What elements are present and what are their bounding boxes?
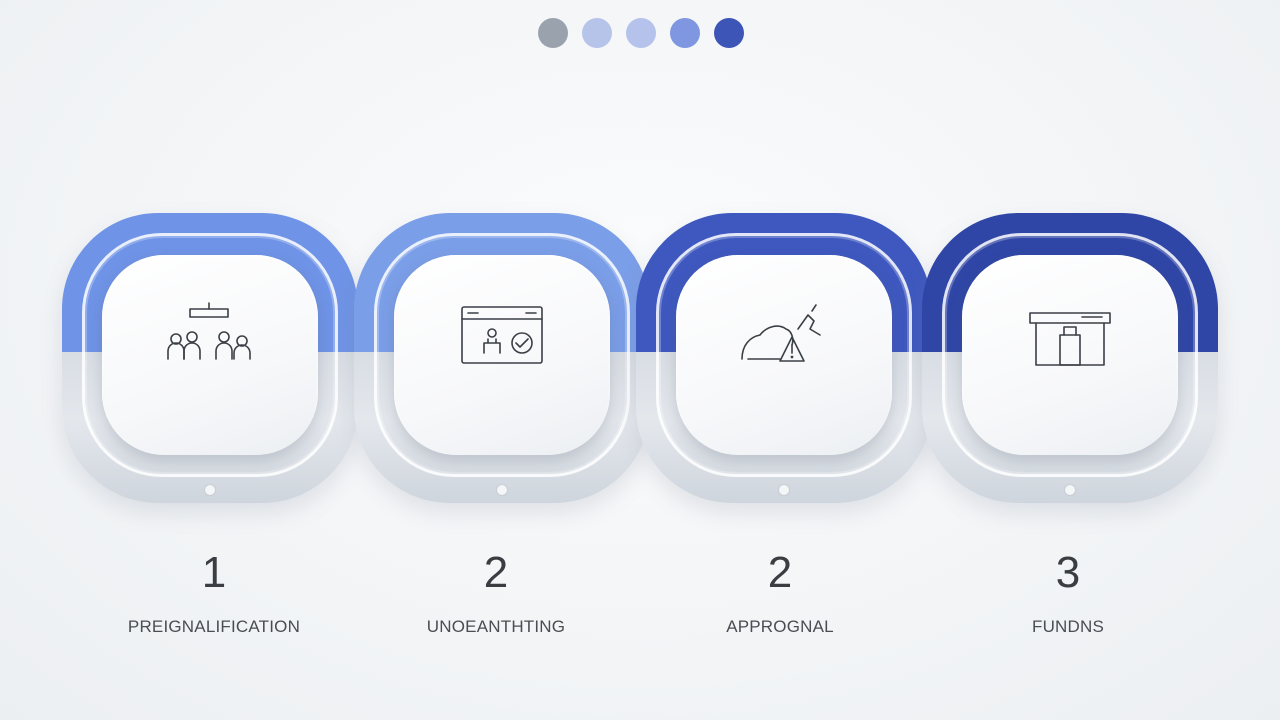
step-card-4[interactable] — [922, 213, 1218, 503]
step-label: PREIGNALIFICATION — [127, 617, 301, 636]
step-card-2[interactable] — [354, 213, 650, 503]
mountain-warning-icon — [741, 304, 821, 362]
document-window-icon — [461, 306, 543, 364]
step-nub — [1065, 485, 1075, 495]
step-nub — [779, 485, 789, 495]
step-ring — [656, 233, 912, 477]
step-card-1[interactable] — [62, 213, 358, 503]
pagination-dots — [538, 18, 744, 48]
step-card-3[interactable] — [636, 213, 932, 503]
pagination-dot-2[interactable] — [582, 18, 612, 48]
step-icon-tile — [962, 255, 1178, 455]
step-icon-tile — [394, 255, 610, 455]
pagination-dot-3[interactable] — [626, 18, 656, 48]
step-nub — [205, 485, 215, 495]
pagination-dot-4[interactable] — [670, 18, 700, 48]
step-ring — [374, 233, 630, 477]
storefront-icon — [1029, 312, 1111, 366]
step-ring — [82, 233, 338, 477]
step-ring — [942, 233, 1198, 477]
step-label: UNOEANTHTING — [426, 617, 566, 636]
pagination-dot-5[interactable] — [714, 18, 744, 48]
people-icon — [167, 302, 251, 360]
step-icon-tile — [676, 255, 892, 455]
pagination-dot-1[interactable] — [538, 18, 568, 48]
step-label: FUNDNS — [1031, 617, 1105, 636]
step-number: 2 — [767, 548, 793, 597]
step-icon-tile — [102, 255, 318, 455]
step-number: 1 — [201, 548, 227, 597]
step-label: APPROGNAL — [726, 617, 834, 636]
step-number: 3 — [1055, 548, 1081, 597]
step-number: 2 — [483, 548, 509, 597]
step-nub — [497, 485, 507, 495]
